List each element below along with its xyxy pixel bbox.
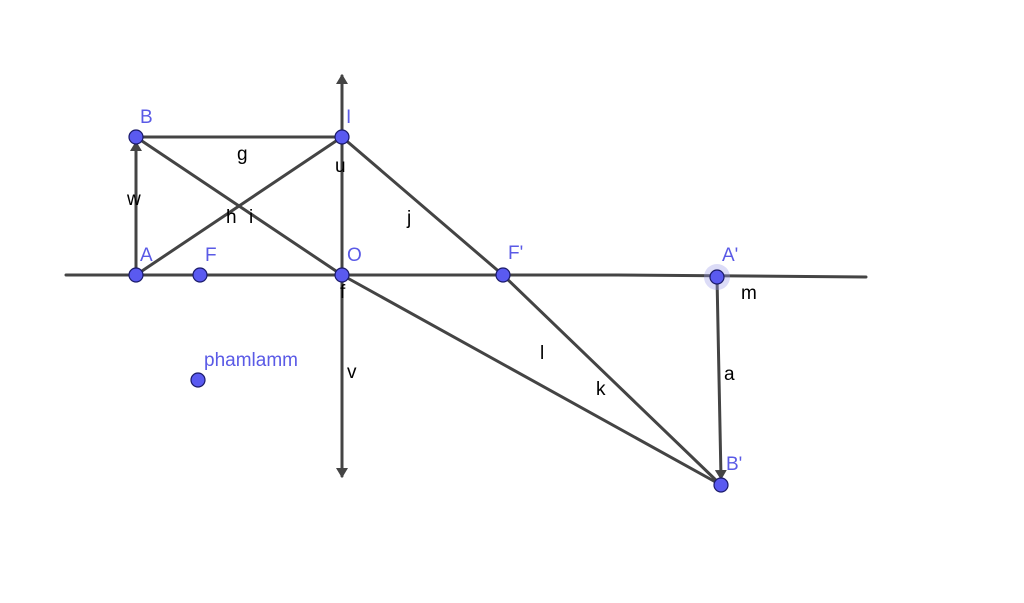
point-a[interactable]: [128, 267, 144, 283]
label-segment-u: u: [335, 156, 346, 177]
point-b-prime[interactable]: [713, 477, 729, 493]
point-b[interactable]: [128, 129, 144, 145]
label-segment-k: k: [596, 379, 606, 400]
point-f[interactable]: [192, 267, 208, 283]
label-point-f-prime: F': [508, 243, 523, 264]
label-point-a: A: [140, 245, 153, 266]
label-point-a-prime: A': [722, 245, 738, 266]
image-vector-a[interactable]: [714, 275, 727, 480]
ray-segment-l[interactable]: [340, 273, 723, 487]
label-segment-f: f: [340, 282, 346, 303]
label-segment-a: a: [724, 364, 735, 385]
principal-axis-segment-m[interactable]: [615, 273, 868, 279]
label-segment-g: g: [237, 144, 248, 165]
point-i[interactable]: [334, 129, 350, 145]
label-segment-j: j: [406, 208, 411, 229]
label-segment-l: l: [540, 343, 544, 364]
label-point-phamlamm: phamlamm: [204, 350, 298, 371]
point-a-prime[interactable]: [709, 269, 725, 285]
label-point-b: B: [140, 107, 153, 128]
label-segment-h: h: [226, 207, 237, 228]
point-f-prime[interactable]: [495, 267, 511, 283]
label-segment-i: i: [249, 207, 253, 228]
label-point-b-prime: B': [726, 454, 742, 475]
label-segment-w: w: [126, 189, 141, 210]
point-o[interactable]: [334, 267, 350, 283]
point-phamlamm[interactable]: [190, 372, 206, 388]
label-point-o: O: [347, 245, 362, 266]
ray-segment-k[interactable]: [501, 273, 723, 487]
label-segment-v: v: [347, 362, 357, 383]
ray-segment-j[interactable]: [340, 135, 505, 277]
label-point-i: I: [346, 107, 351, 128]
label-segment-m: m: [741, 283, 757, 304]
label-point-f: F: [205, 245, 217, 266]
ray-segment-i[interactable]: [134, 135, 344, 277]
